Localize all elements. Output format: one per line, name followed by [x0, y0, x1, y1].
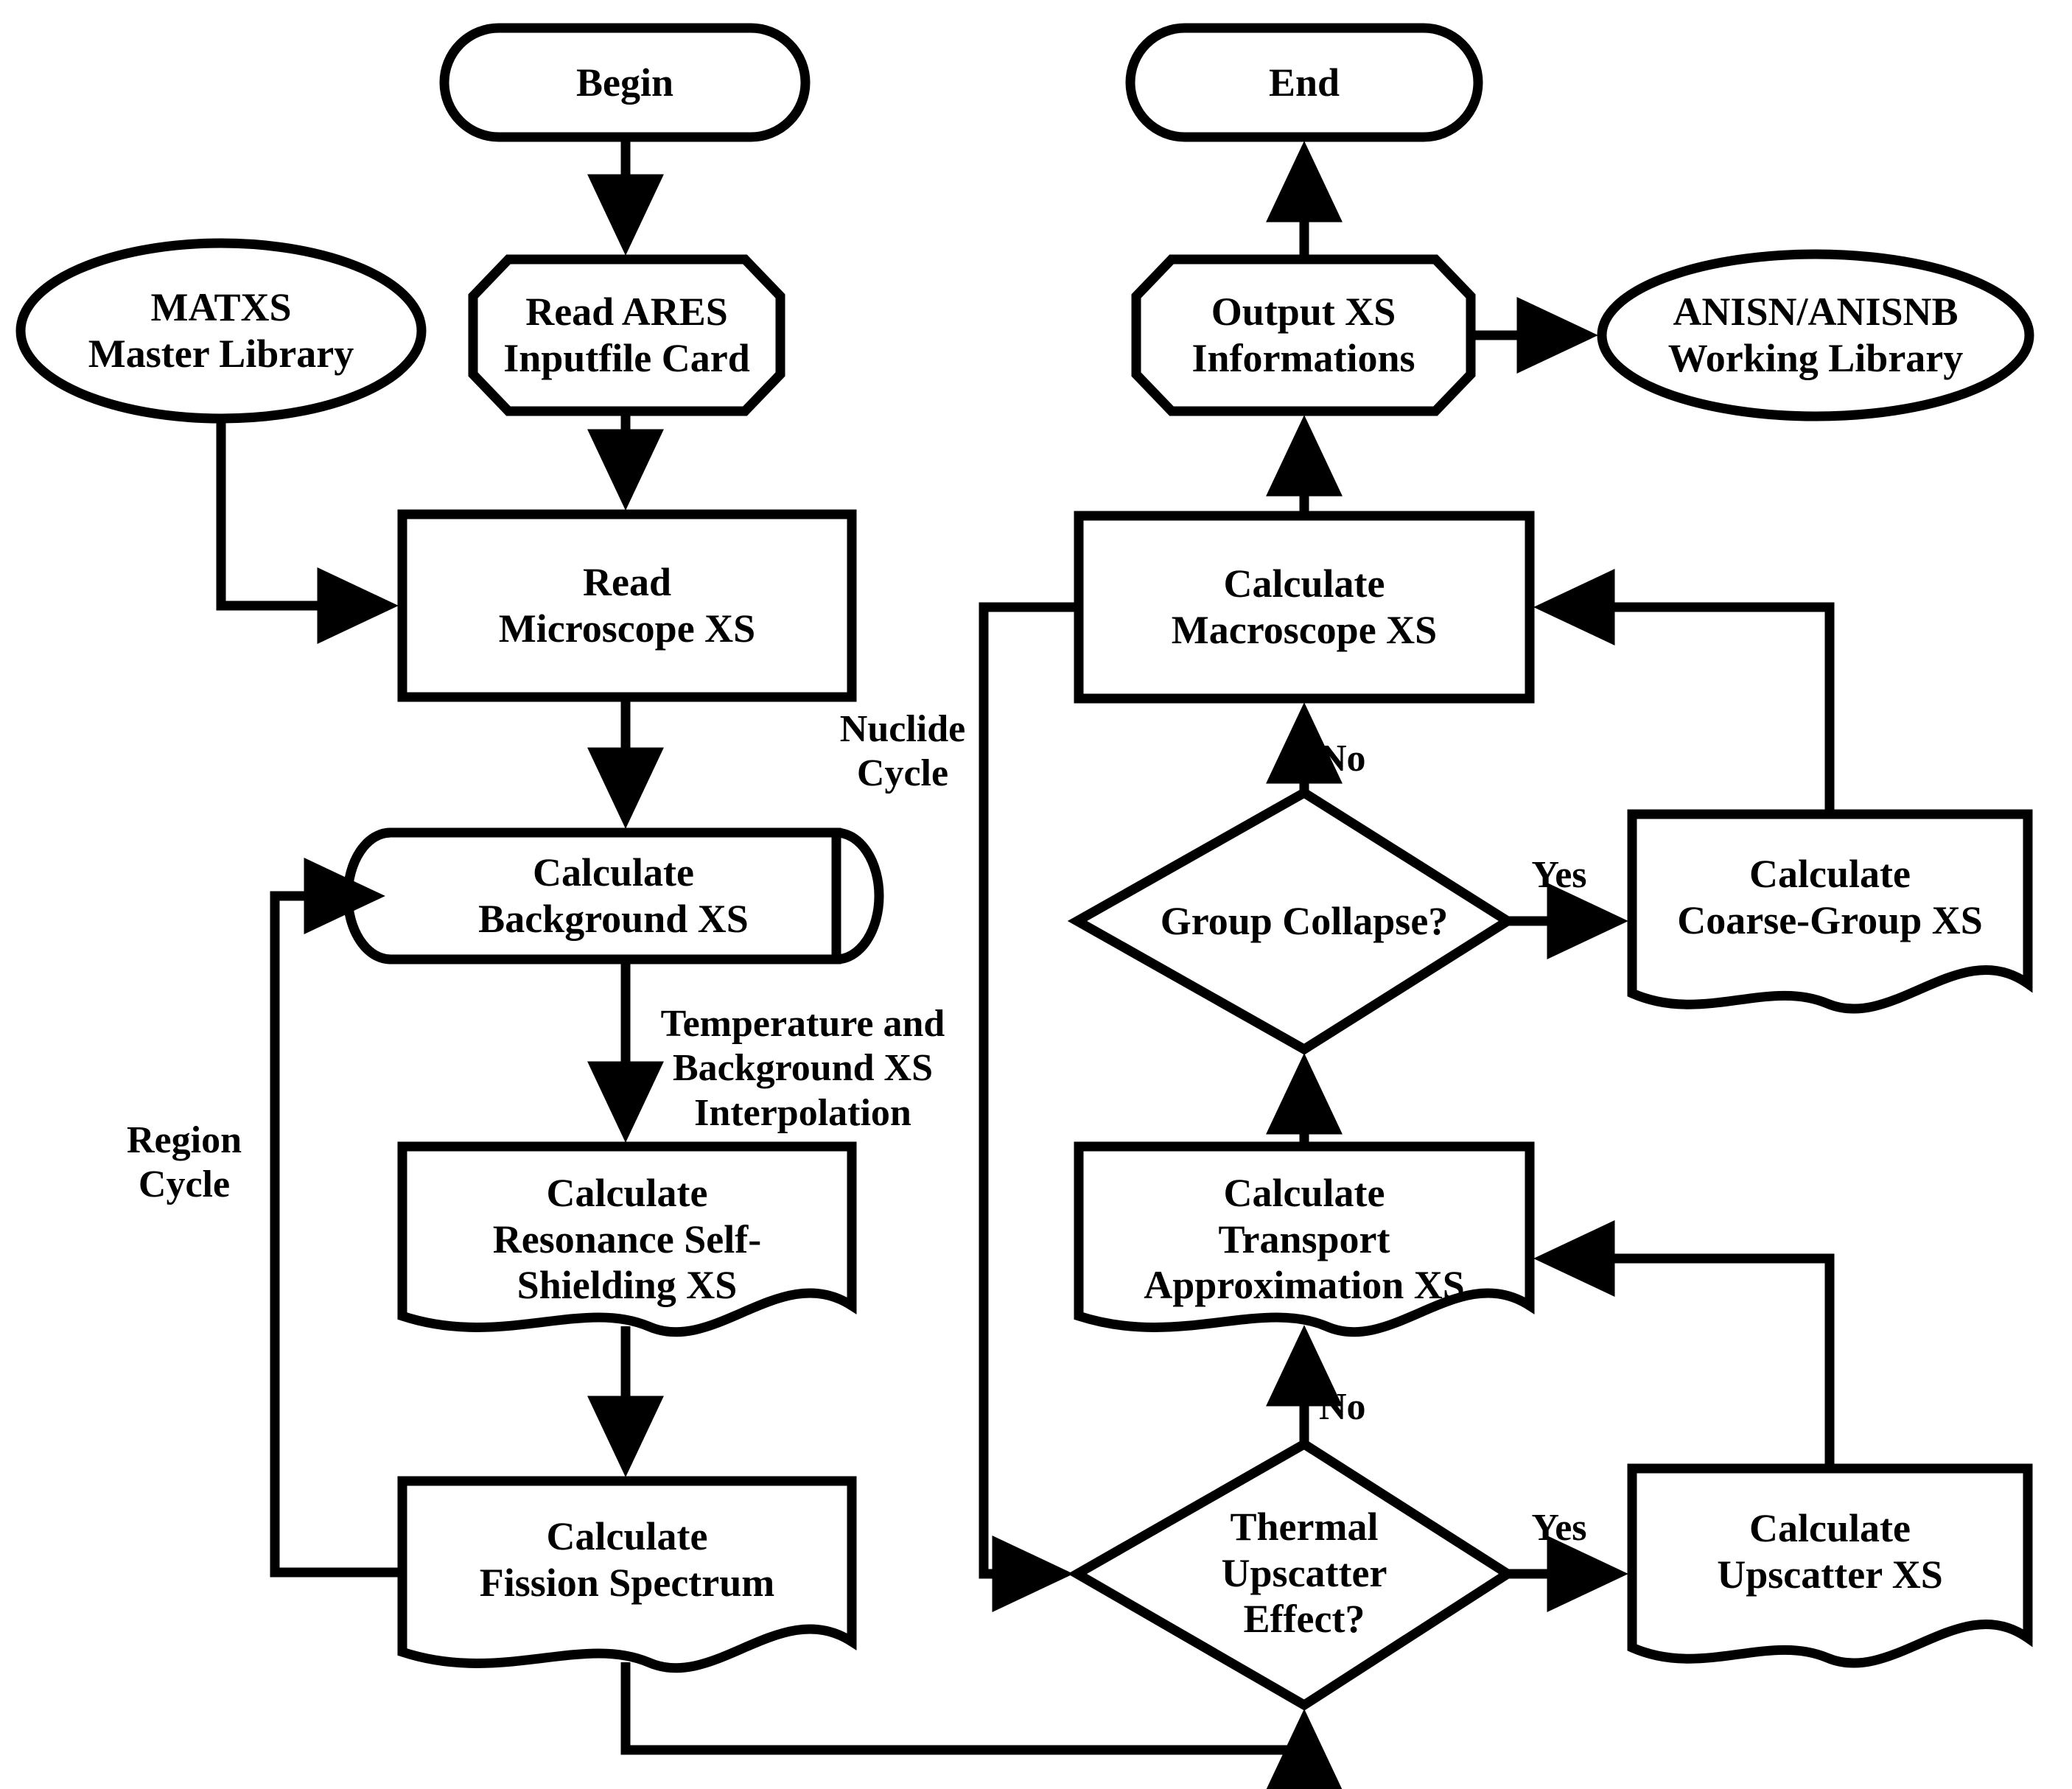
node-thermal-upscatter-shape: [1067, 1438, 1517, 1711]
node-calc-upsc-shape: [1627, 1463, 2033, 1668]
edge-region-cycle: [270, 858, 402, 1578]
node-calc-bg-right-cap: [836, 827, 884, 964]
edge-nuclide-cycle: [979, 602, 1079, 1612]
node-begin-shape: [439, 23, 811, 142]
node-group-collapse-shape: [1067, 787, 1517, 1055]
edge-upscatter-to-transport: [1533, 1220, 1835, 1468]
node-read-ares-shape: [468, 254, 785, 416]
node-output-xs-shape: [1131, 254, 1476, 416]
node-calc-reson-shape: [397, 1141, 857, 1337]
node-calc-coarse-shape: [1627, 809, 2033, 1014]
node-calc-fission-shape: [397, 1476, 857, 1673]
node-calc-macro-shape: [1074, 511, 1535, 704]
edge-fission-to-thermal-upscatter: [620, 1662, 1343, 1789]
node-calc-trans-shape: [1074, 1141, 1535, 1337]
edge-matxs-to-read-micro: [216, 419, 399, 644]
node-anisn-shape: [1597, 249, 2034, 421]
node-matxs-shape: [15, 238, 427, 424]
node-end-shape: [1125, 23, 1483, 142]
node-calc-bg-shape: [343, 827, 841, 964]
edge-coarse-to-macroscope: [1533, 569, 1835, 814]
node-read-micro-shape: [397, 509, 857, 702]
